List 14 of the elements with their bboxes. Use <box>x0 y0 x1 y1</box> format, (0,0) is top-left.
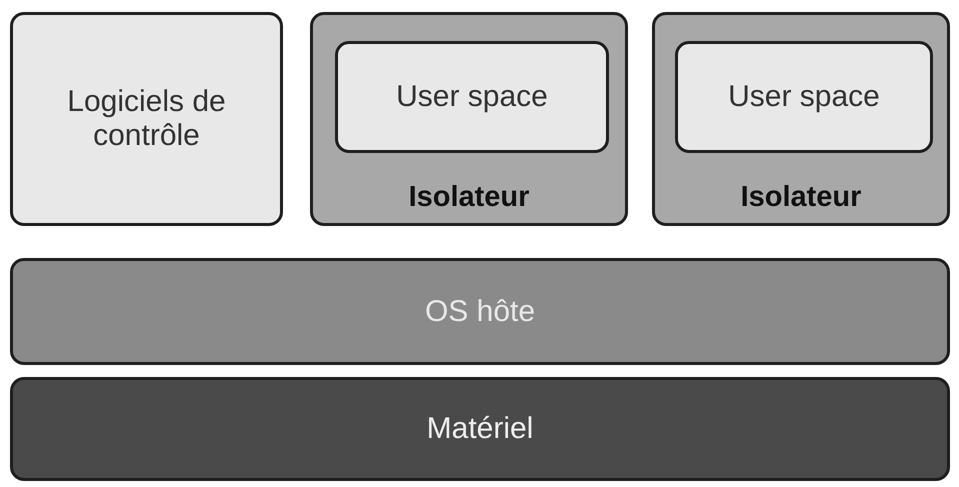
box-label: User space <box>395 80 549 114</box>
layer-band <box>10 377 950 481</box>
panel-box <box>10 12 283 226</box>
inner-box <box>675 41 933 153</box>
box-label: Isolateur <box>740 180 862 214</box>
panel-box <box>310 12 628 226</box>
box-label: OS hôte <box>424 294 536 328</box>
layer-band <box>10 258 950 365</box>
box-label: Logiciels de contrôle <box>66 85 227 153</box>
panel-box <box>652 12 950 226</box>
inner-box <box>335 41 609 153</box>
box-label: Isolateur <box>408 180 530 214</box>
box-label: Matériel <box>426 412 534 446</box>
box-label: User space <box>727 80 881 114</box>
